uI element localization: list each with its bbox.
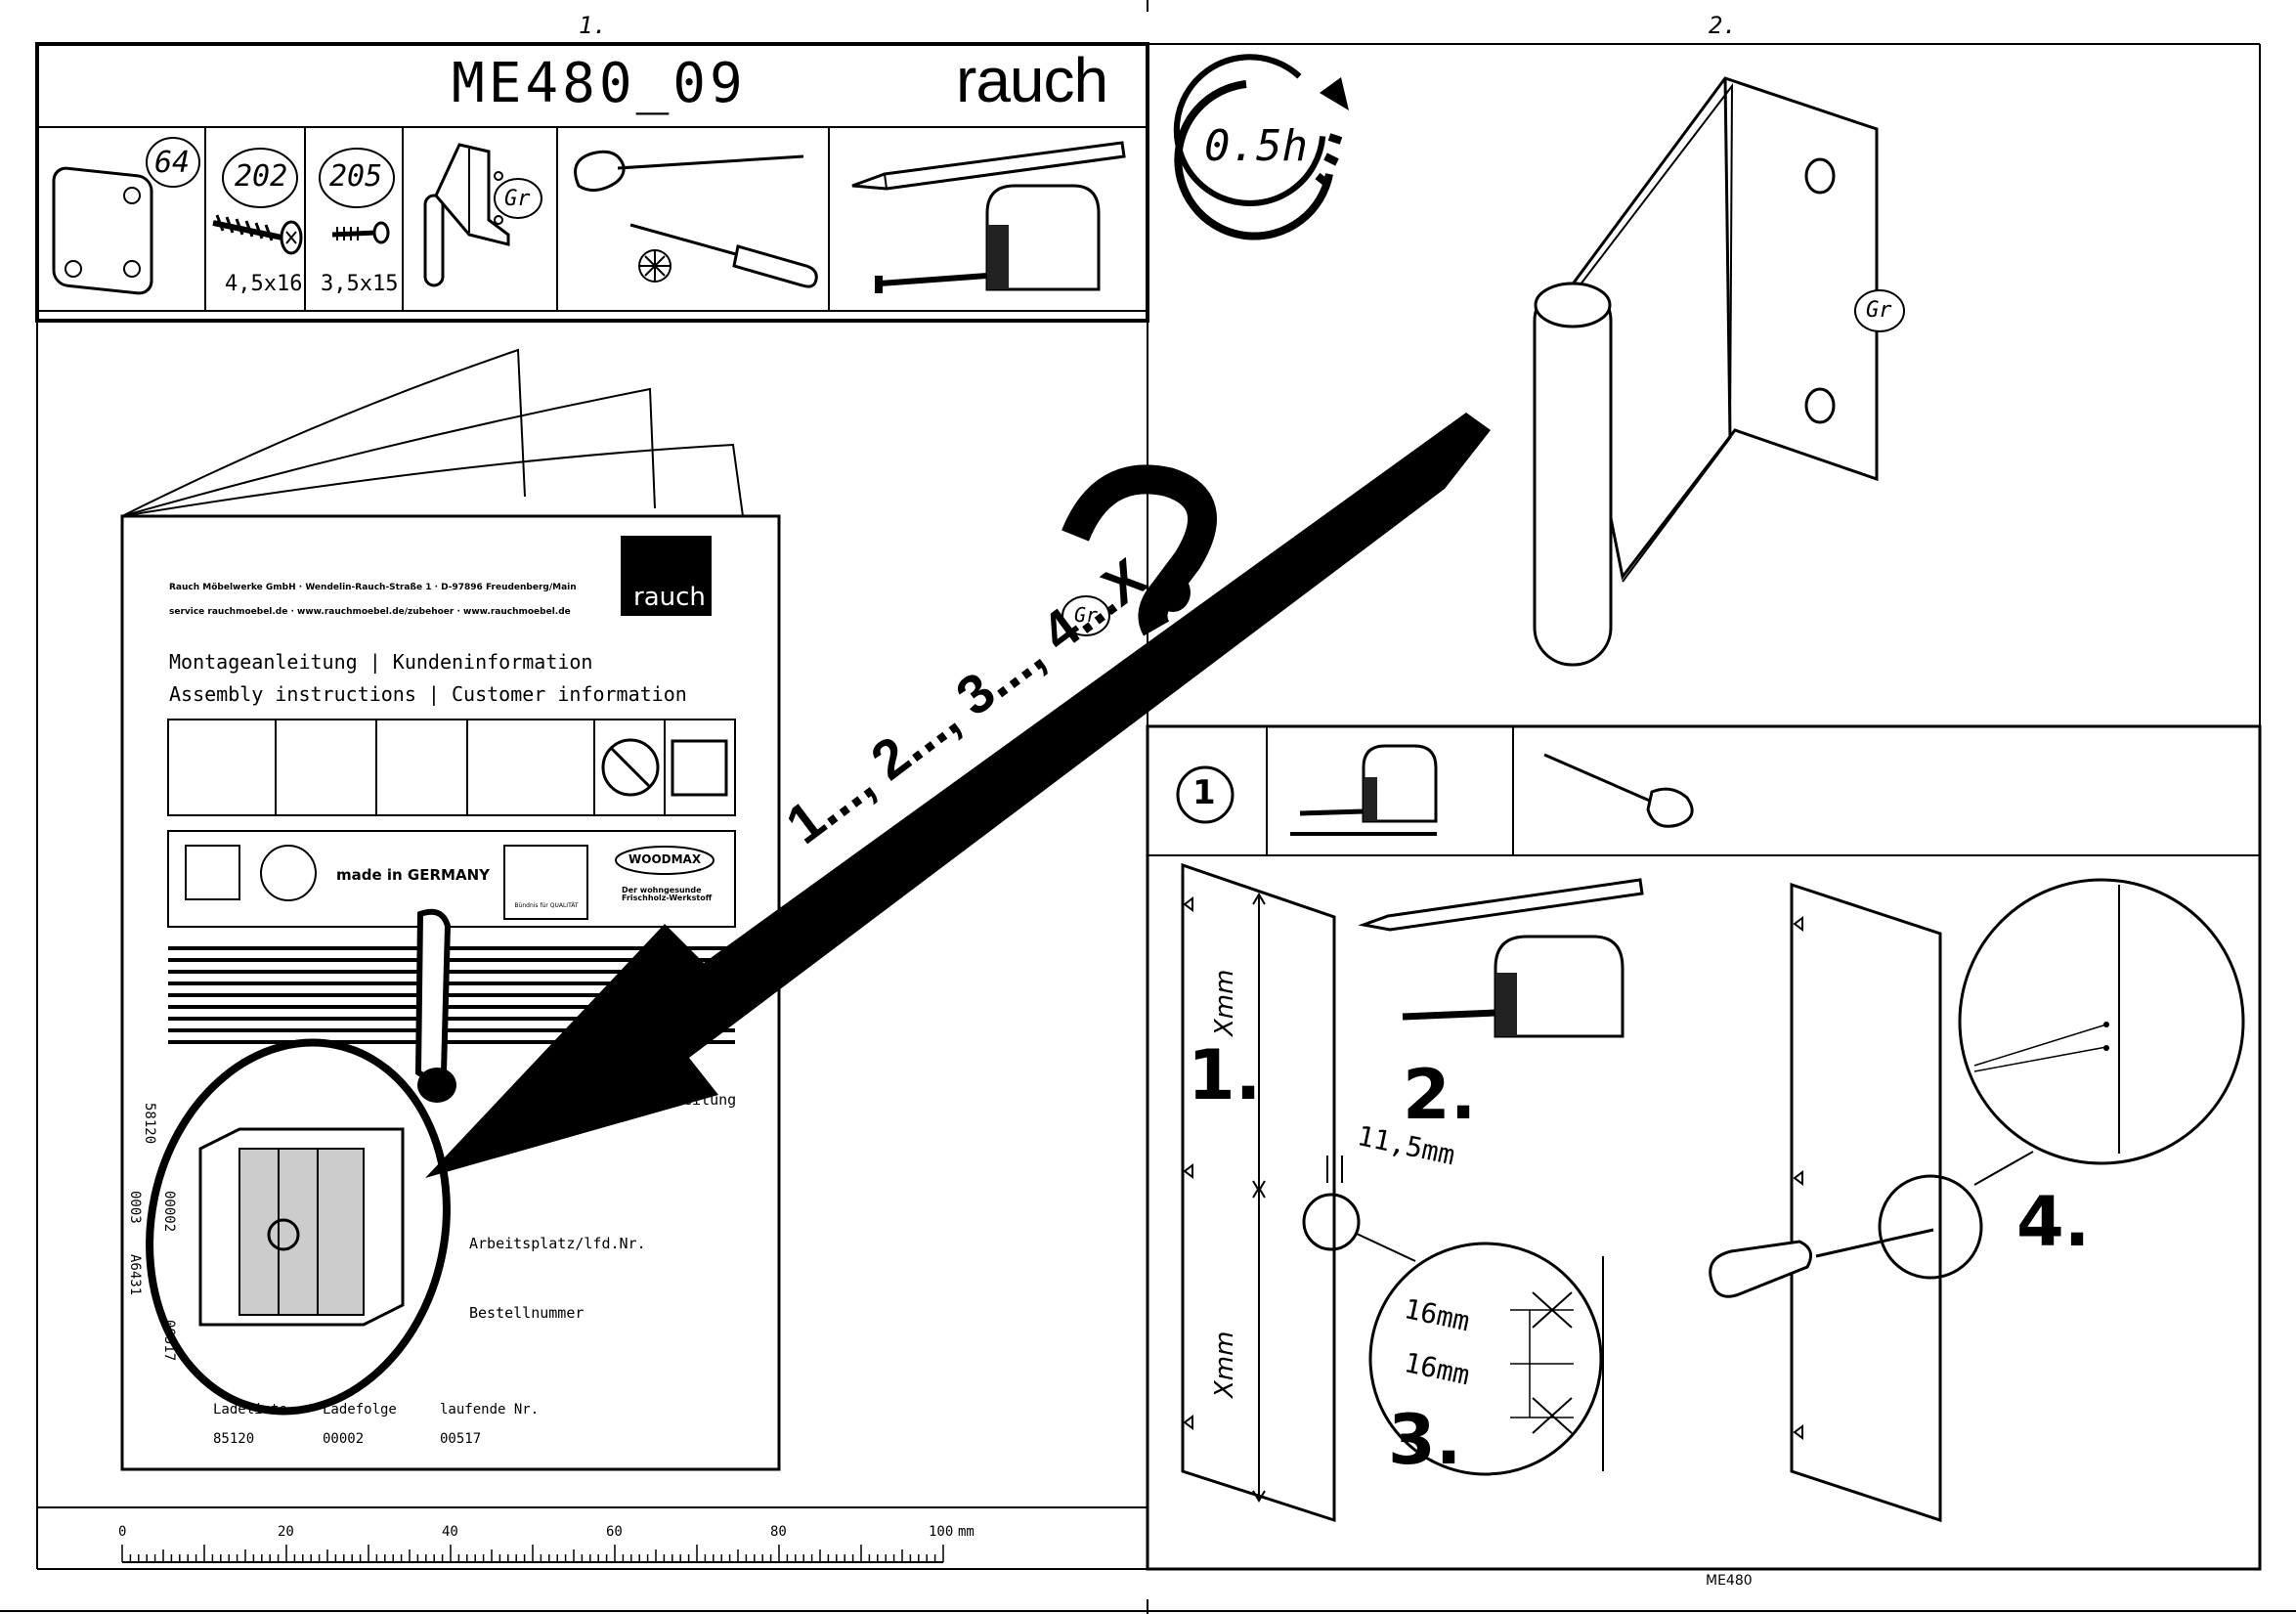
question-mark-icon xyxy=(1061,464,1217,636)
part-id-205: 205 xyxy=(329,159,383,194)
footer-label-1: Ladeliste xyxy=(213,1402,287,1418)
screwdriver-icon xyxy=(629,223,818,288)
side-panel-left xyxy=(1181,862,1416,1523)
footer-label-3: laufende Nr. xyxy=(440,1402,540,1418)
part-size-205: 3,5x15 xyxy=(321,272,399,296)
page-number-left: 1. xyxy=(579,12,607,39)
model-number: ME480_09 xyxy=(452,52,747,115)
step-awl-icon xyxy=(1543,753,1694,828)
part-size-202: 4,5x16 xyxy=(225,272,303,296)
booklet-field-3: Bestellnummer xyxy=(469,1304,585,1322)
page-number-right: 2. xyxy=(1709,12,1737,39)
woodmax-subtitle: Der wohngesunde Frischholz-Werkstoff xyxy=(622,886,713,902)
part-id-202: 202 xyxy=(235,159,288,194)
step-tape-large-icon xyxy=(1402,935,1625,1038)
pencil-icon xyxy=(851,141,1126,191)
ruler-tick-40: 40 xyxy=(442,1524,458,1540)
ruler-tick-60: 60 xyxy=(606,1524,623,1540)
part-id-gr: Gr xyxy=(504,187,531,211)
warning-exclamation xyxy=(414,908,456,1103)
measure-x-top: Xmm xyxy=(1210,969,1239,1036)
zoom-detail-3 xyxy=(1368,1242,1604,1476)
screw-icon xyxy=(212,214,303,255)
footer-value-3: 00517 xyxy=(440,1431,482,1447)
side-code-4: A6431 xyxy=(127,1254,143,1296)
made-in-germany: made in GERMANY xyxy=(336,866,490,884)
footer-value-2: 00002 xyxy=(323,1431,365,1447)
small-screw-icon xyxy=(331,221,390,244)
sequence-label: Gr xyxy=(1074,603,1099,627)
bq-subtitle: Bündnis für QUALITÄT xyxy=(514,902,579,909)
time-estimate: 0.5h xyxy=(1204,121,1308,171)
side-panel-right xyxy=(1790,882,2034,1523)
hinge-icon xyxy=(423,143,510,287)
ruler-tick-0: 0 xyxy=(118,1524,127,1540)
tape-measure-icon xyxy=(875,184,1101,293)
step-label-3: 3. xyxy=(1388,1400,1462,1480)
footer-label-2: Ladefolge xyxy=(323,1402,397,1418)
ruler-tick-20: 20 xyxy=(278,1524,294,1540)
brand-logo: rauch xyxy=(956,45,1108,115)
footer-value-1: 85120 xyxy=(213,1431,255,1447)
booklet-title-en: Assembly instructions | Customer informa… xyxy=(169,682,687,706)
booklet-title-de: Montageanleitung | Kundeninformation xyxy=(169,650,593,674)
step-awl-use-icon xyxy=(1709,1228,1934,1298)
side-code-2: 00002 xyxy=(161,1191,177,1233)
measure-x-bottom: Xmm xyxy=(1210,1330,1239,1398)
highlight-oval xyxy=(146,1038,451,1416)
booklet-address: Rauch Möbelwerke GmbH · Wendelin-Rauch-S… xyxy=(169,583,577,592)
step-label-2: 2. xyxy=(1403,1055,1477,1135)
side-code-5: 00517 xyxy=(161,1320,177,1362)
timer-icon xyxy=(1173,54,1349,240)
booklet-logo: rauch xyxy=(633,583,706,612)
ruler-tick-80: 80 xyxy=(770,1524,787,1540)
step-tape-measure-icon xyxy=(1290,744,1438,836)
hinge-detail-illustration xyxy=(1533,76,1879,667)
step-label-4: 4. xyxy=(2016,1182,2091,1262)
side-code-1: 58120 xyxy=(142,1103,157,1145)
zoom-detail-4 xyxy=(1958,878,2245,1165)
woodmax-logo: WOODMAX xyxy=(628,852,702,866)
footer-code: ME480 xyxy=(1706,1573,1753,1589)
ruler-ticks xyxy=(121,1545,944,1562)
step-pencil-icon xyxy=(1358,878,1644,932)
instruction-booklet xyxy=(120,348,781,1471)
big-arrow-icon xyxy=(425,413,1491,1178)
awl-icon xyxy=(574,150,804,193)
side-code-3: 0003 xyxy=(127,1191,143,1224)
ruler-tick-100: 100 xyxy=(929,1524,954,1540)
step-label-1: 1. xyxy=(1188,1035,1262,1115)
part-id-64: 64 xyxy=(154,146,191,180)
booklet-field-2: Arbeitsplatz/lfd.Nr. xyxy=(469,1235,646,1252)
booklet-web: service rauchmoebel.de · www.rauchmoebel… xyxy=(169,607,571,617)
hinge-label: Gr xyxy=(1866,298,1892,323)
booklet-field-1: …eitung xyxy=(674,1091,737,1109)
step-number: 1 xyxy=(1192,773,1216,812)
ruler-unit: mm xyxy=(958,1524,975,1540)
cover-cap-icon xyxy=(52,166,153,295)
